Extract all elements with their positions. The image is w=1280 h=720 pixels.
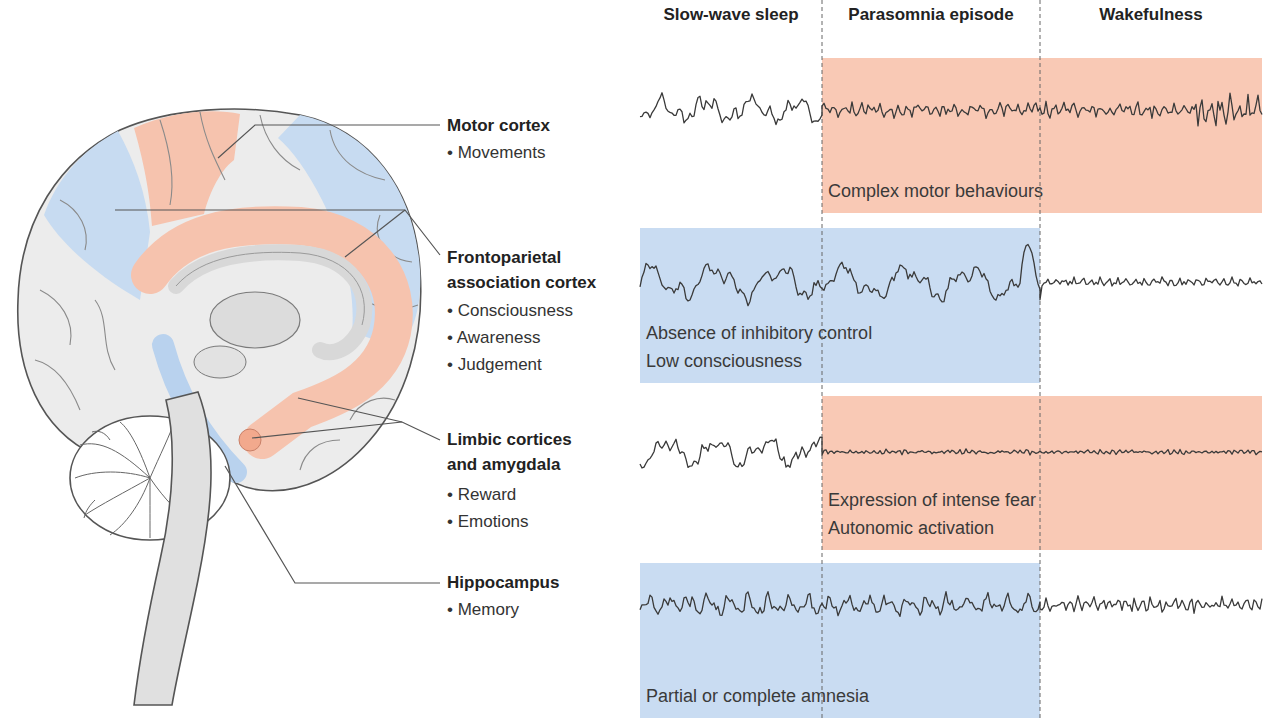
corpus-callosum <box>176 252 364 352</box>
phase-band: Absence of inhibitory controlLow conscio… <box>640 228 1040 383</box>
region-label: • Reward <box>447 482 647 507</box>
region-label: Frontoparietal association cortex <box>447 245 637 295</box>
motor-cortex-region <box>134 111 240 226</box>
band-caption: Low consciousness <box>646 347 1034 375</box>
region-label: • Consciousness <box>447 298 647 323</box>
eeg-trace <box>640 93 1262 126</box>
region-label: Hippocampus <box>447 570 647 595</box>
phase-band: Complex motor behaviours <box>822 58 1262 213</box>
region-label: Motor cortex <box>447 113 647 138</box>
band-caption: Absence of inhibitory control <box>646 319 1034 347</box>
phase-band: Partial or complete amnesia <box>640 563 1040 718</box>
region-label: • Movements <box>447 140 647 165</box>
brainstem <box>134 392 211 705</box>
band-caption: Autonomic activation <box>828 514 1256 542</box>
region-label: Limbic cortices and amygdala <box>447 427 602 477</box>
band-caption: Expression of intense fear <box>828 486 1256 514</box>
eeg-trace <box>640 592 1262 617</box>
cerebrum-outline <box>18 109 421 491</box>
phase-divider <box>1040 0 1041 720</box>
leader-lines <box>115 125 440 583</box>
phase-band: Expression of intense fearAutonomic acti… <box>822 396 1262 550</box>
phase-divider <box>822 0 823 720</box>
eeg-trace <box>640 244 1262 305</box>
midbrain-structure <box>194 346 246 378</box>
gyri-lines <box>35 112 418 470</box>
band-caption: Partial or complete amnesia <box>646 682 1034 710</box>
region-label: • Memory <box>447 597 647 622</box>
region-label: • Judgement <box>447 352 647 377</box>
thalamus <box>210 292 300 348</box>
band-caption: Complex motor behaviours <box>828 177 1256 205</box>
region-label: • Awareness <box>447 325 647 350</box>
phase-heading: Wakefulness <box>1040 2 1262 27</box>
region-label: • Emotions <box>447 509 647 534</box>
eeg-trace <box>640 437 1262 468</box>
phase-heading: Parasomnia episode <box>822 2 1040 27</box>
phase-heading: Slow-wave sleep <box>640 2 822 27</box>
amygdala-region <box>239 429 261 451</box>
